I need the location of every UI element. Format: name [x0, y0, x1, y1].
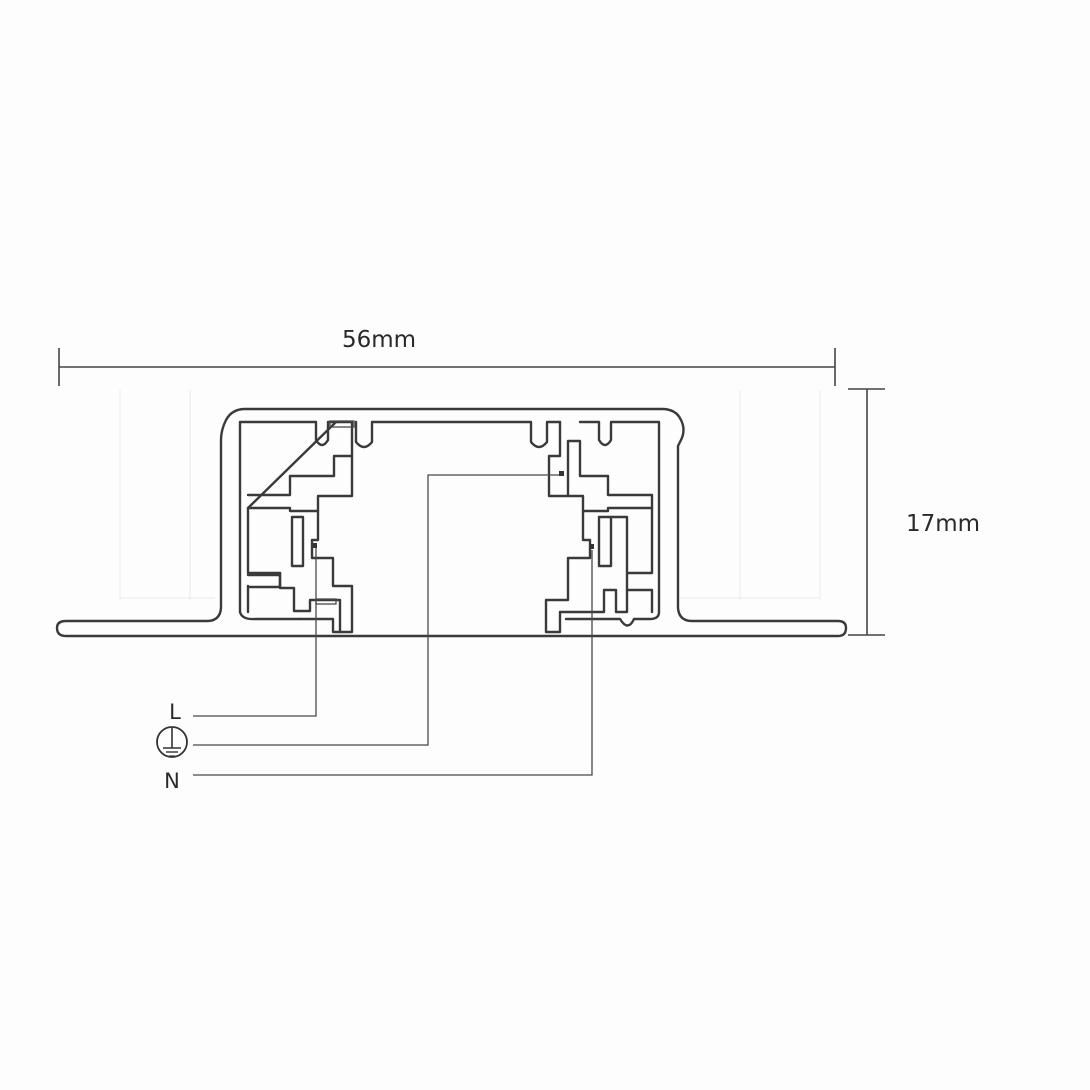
track-profile [55, 407, 848, 638]
right-clip [544, 509, 629, 634]
width-label: 56mm [342, 327, 416, 353]
live-contact-dot [313, 543, 317, 548]
right-contact-slot [597, 515, 613, 568]
left-contact-slot [290, 515, 305, 568]
height-label: 17mm [906, 511, 980, 537]
width-dimension: 56mm [58, 327, 836, 386]
neutral-terminal-label: N [164, 769, 180, 793]
track-outer-body [55, 407, 848, 638]
earth-leader [193, 474, 560, 746]
left-conductor-holder [246, 420, 354, 513]
right-conductor-holder-lower [609, 506, 654, 614]
left-clip [278, 509, 354, 634]
earth-ground-icon [156, 726, 188, 758]
neutral-contact-dot [590, 544, 594, 549]
left-cavity [238, 420, 562, 614]
height-dimension: 17mm [848, 388, 980, 636]
neutral-leader [193, 550, 593, 776]
right-cavity [578, 420, 661, 614]
wiring-leaders [193, 471, 594, 776]
right-conductor-holder [547, 420, 654, 513]
top-notch-detail [329, 420, 355, 428]
live-leader [193, 548, 317, 717]
inner-floor [238, 610, 661, 627]
faint-guides [119, 390, 821, 600]
terminal-labels: L N [156, 700, 188, 793]
live-terminal-label: L [169, 700, 181, 724]
left-conductor-holder-lower [246, 506, 282, 589]
earth-contact-dot [559, 471, 564, 476]
